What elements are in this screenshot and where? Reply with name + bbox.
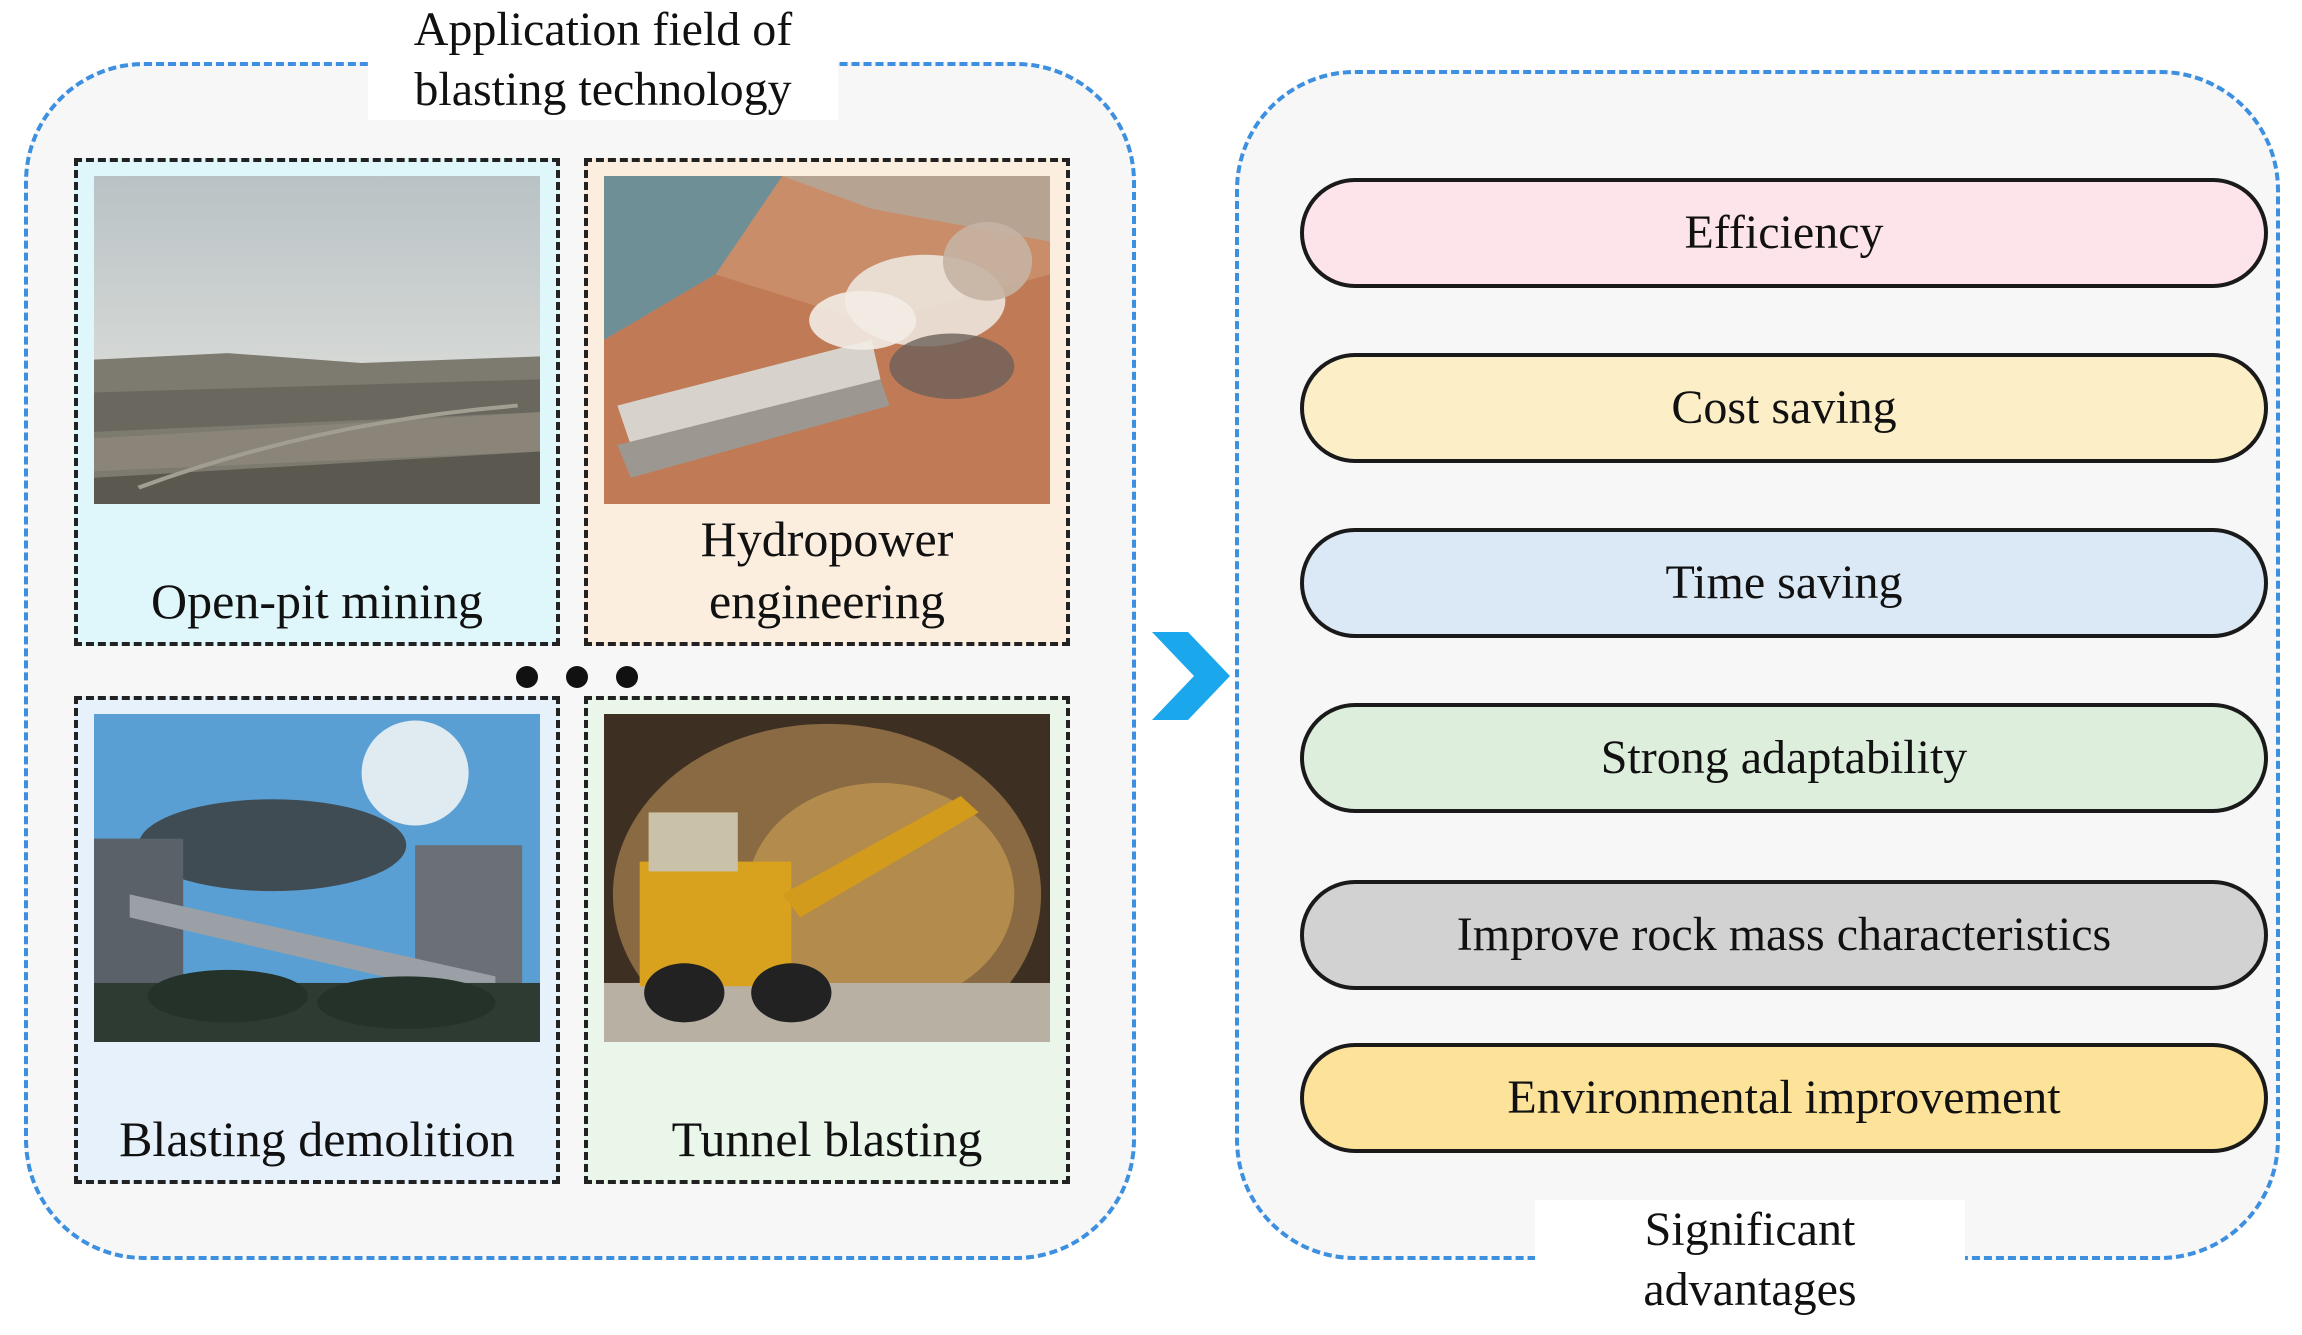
- advantage-strong-adaptability: Strong adaptability: [1300, 703, 2268, 813]
- advantage-cost-saving: Cost saving: [1300, 353, 2268, 463]
- tile-tunnel-blasting: Tunnel blasting: [584, 696, 1070, 1184]
- chevron-right-icon: [1152, 632, 1230, 720]
- application-field-title: Application field of blasting technology: [368, 0, 838, 120]
- advantage-efficiency: Efficiency: [1300, 178, 2268, 288]
- hydropower-engineering-label: Hydropower engineering: [700, 511, 954, 629]
- tunnel-blasting-label: Tunnel blasting: [671, 1111, 983, 1167]
- dot-icon: [616, 666, 638, 688]
- blasting-demolition-label: Blasting demolition: [119, 1111, 515, 1167]
- tile-blasting-demolition: Blasting demolition: [74, 696, 560, 1184]
- advantage-improve-rock-mass: Improve rock mass characteristics: [1300, 880, 2268, 990]
- tile-hydropower-engineering: Hydropower engineering: [584, 158, 1070, 646]
- significant-advantages-title: Significant advantages: [1535, 1200, 1965, 1320]
- ellipsis-dots: [516, 666, 638, 696]
- dot-icon: [516, 666, 538, 688]
- dot-icon: [566, 666, 588, 688]
- tile-open-pit-mining: Open-pit mining: [74, 158, 560, 646]
- advantage-environmental-improvement: Environmental improvement: [1300, 1043, 2268, 1153]
- tunnel-blasting-photo: [604, 714, 1050, 1042]
- open-pit-mining-photo: [94, 176, 540, 504]
- hydropower-engineering-photo: [604, 176, 1050, 504]
- blasting-demolition-photo: [94, 714, 540, 1042]
- advantage-time-saving: Time saving: [1300, 528, 2268, 638]
- open-pit-mining-label: Open-pit mining: [151, 573, 483, 629]
